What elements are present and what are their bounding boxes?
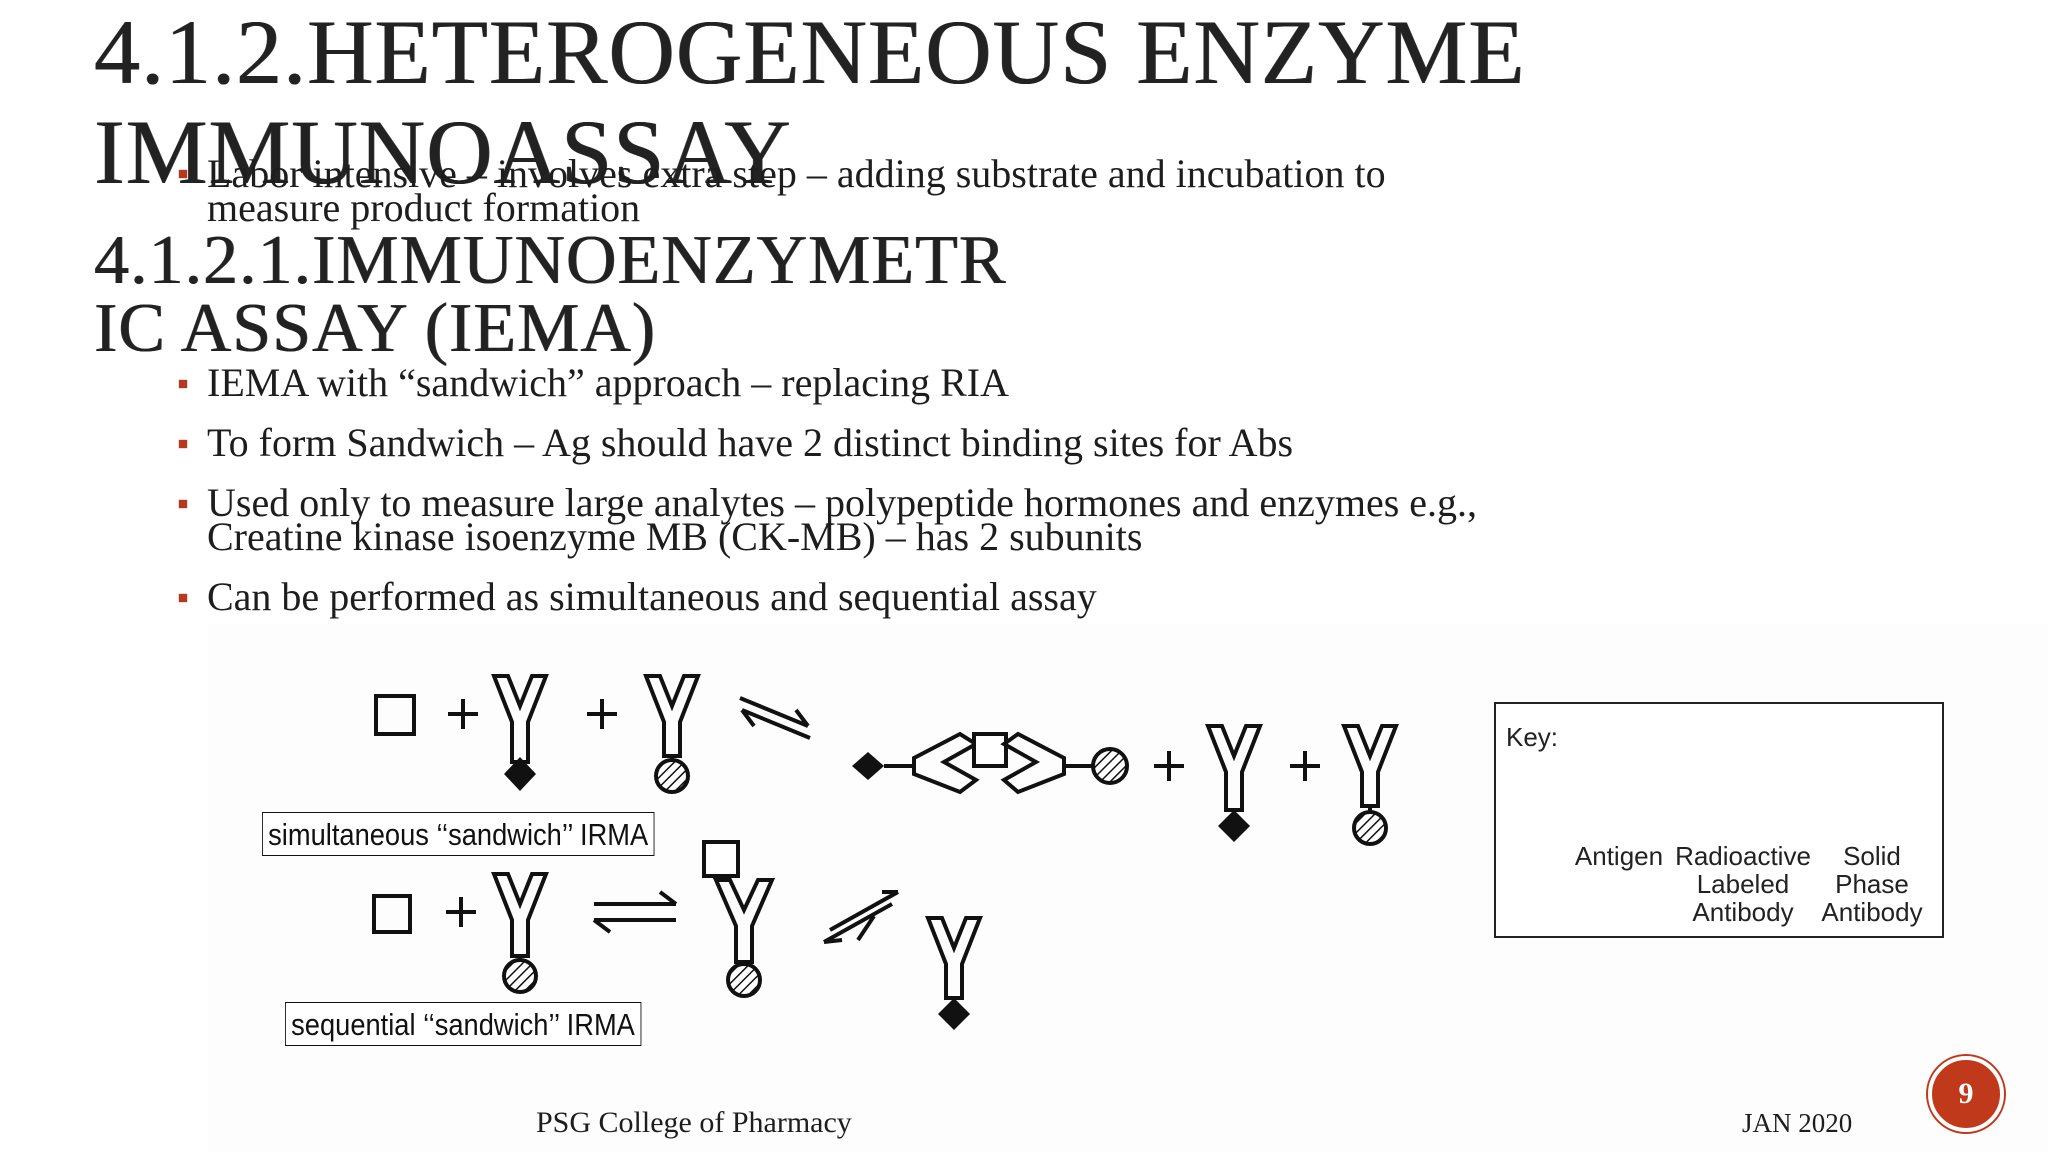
solid-phase-antibody-icon bbox=[643, 674, 701, 794]
key-label-solid-phase: Solid Phase Antibody bbox=[1821, 841, 1923, 927]
plus-icon bbox=[587, 699, 617, 729]
labeled-antibody-icon bbox=[925, 916, 983, 1030]
footer-date: JAN 2020 bbox=[1742, 1108, 1853, 1138]
antigen-square-icon bbox=[372, 894, 412, 934]
slide-title-line-1: 4.1.2.HETEROGENEOUS ENZYME bbox=[94, 1, 1526, 103]
plus-icon bbox=[1154, 751, 1184, 781]
plus-icon bbox=[448, 699, 478, 729]
equilibrium-arrows-icon bbox=[592, 890, 678, 934]
bullet-simultaneous-sequential: Can be performed as simultaneous and seq… bbox=[207, 574, 1097, 619]
slide-subtitle-line-1: 4.1.2.1.IMMUNOENZYMETR bbox=[94, 222, 1007, 299]
key-title: Key: bbox=[1506, 722, 1559, 752]
solid-phase-antibody-icon bbox=[1341, 724, 1399, 846]
labeled-antibody-icon bbox=[491, 674, 549, 791]
slide-title-line-2: IMMUNOASSAY bbox=[94, 101, 792, 203]
equilibrium-arrows-icon bbox=[739, 696, 811, 740]
sequential-irma-label: sequential ‘‘sandwich’’ IRMA bbox=[285, 1002, 642, 1046]
slide-subtitle: 4.1.2.1.IMMUNOENZYMETR IC ASSAY (IEMA) bbox=[94, 222, 1007, 367]
sandwich-complex-icon bbox=[852, 731, 1129, 795]
bullet-large-analytes-line-2: Creatine kinase isoenzyme MB (CK-MB) – h… bbox=[207, 514, 1143, 559]
bullet-marker bbox=[178, 379, 188, 389]
bullet-iema-sandwich: IEMA with “sandwich” approach – replacin… bbox=[207, 360, 1009, 405]
page-number-badge: 9 bbox=[1928, 1056, 2004, 1132]
equilibrium-arrows-icon bbox=[823, 890, 899, 944]
bullet-marker bbox=[178, 169, 188, 179]
bound-antigen-antibody-icon bbox=[702, 840, 776, 998]
bullet-labor-line-1: Labor intensive – involves extra step – … bbox=[207, 151, 1386, 196]
bullet-form-sandwich: To form Sandwich – Ag should have 2 dist… bbox=[207, 420, 1294, 465]
key-legend-box bbox=[1494, 702, 1944, 938]
key-label-radioactive: Radioactive Labeled Antibody bbox=[1675, 841, 1811, 927]
key-label-antigen: Antigen bbox=[1574, 841, 1664, 871]
plus-icon bbox=[1290, 751, 1320, 781]
labeled-antibody-icon bbox=[1205, 724, 1263, 842]
bullet-large-analytes-line-1: Used only to measure large analytes – po… bbox=[207, 480, 1478, 525]
bullet-marker bbox=[178, 593, 188, 603]
bullet-marker bbox=[178, 439, 188, 449]
antigen-square-icon bbox=[374, 694, 416, 736]
simultaneous-irma-label: simultaneous ‘‘sandwich’’ IRMA bbox=[262, 812, 655, 856]
bullet-labor-line-2: measure product formation bbox=[207, 185, 641, 230]
plus-icon bbox=[446, 897, 476, 927]
slide-subtitle-line-2: IC ASSAY (IEMA) bbox=[94, 290, 657, 367]
slide-title: 4.1.2.HETEROGENEOUS ENZYME IMMUNOASSAY bbox=[94, 6, 1525, 206]
footer-institution: PSG College of Pharmacy bbox=[536, 1106, 852, 1139]
solid-phase-antibody-icon bbox=[491, 872, 549, 994]
bullet-marker bbox=[178, 499, 188, 509]
